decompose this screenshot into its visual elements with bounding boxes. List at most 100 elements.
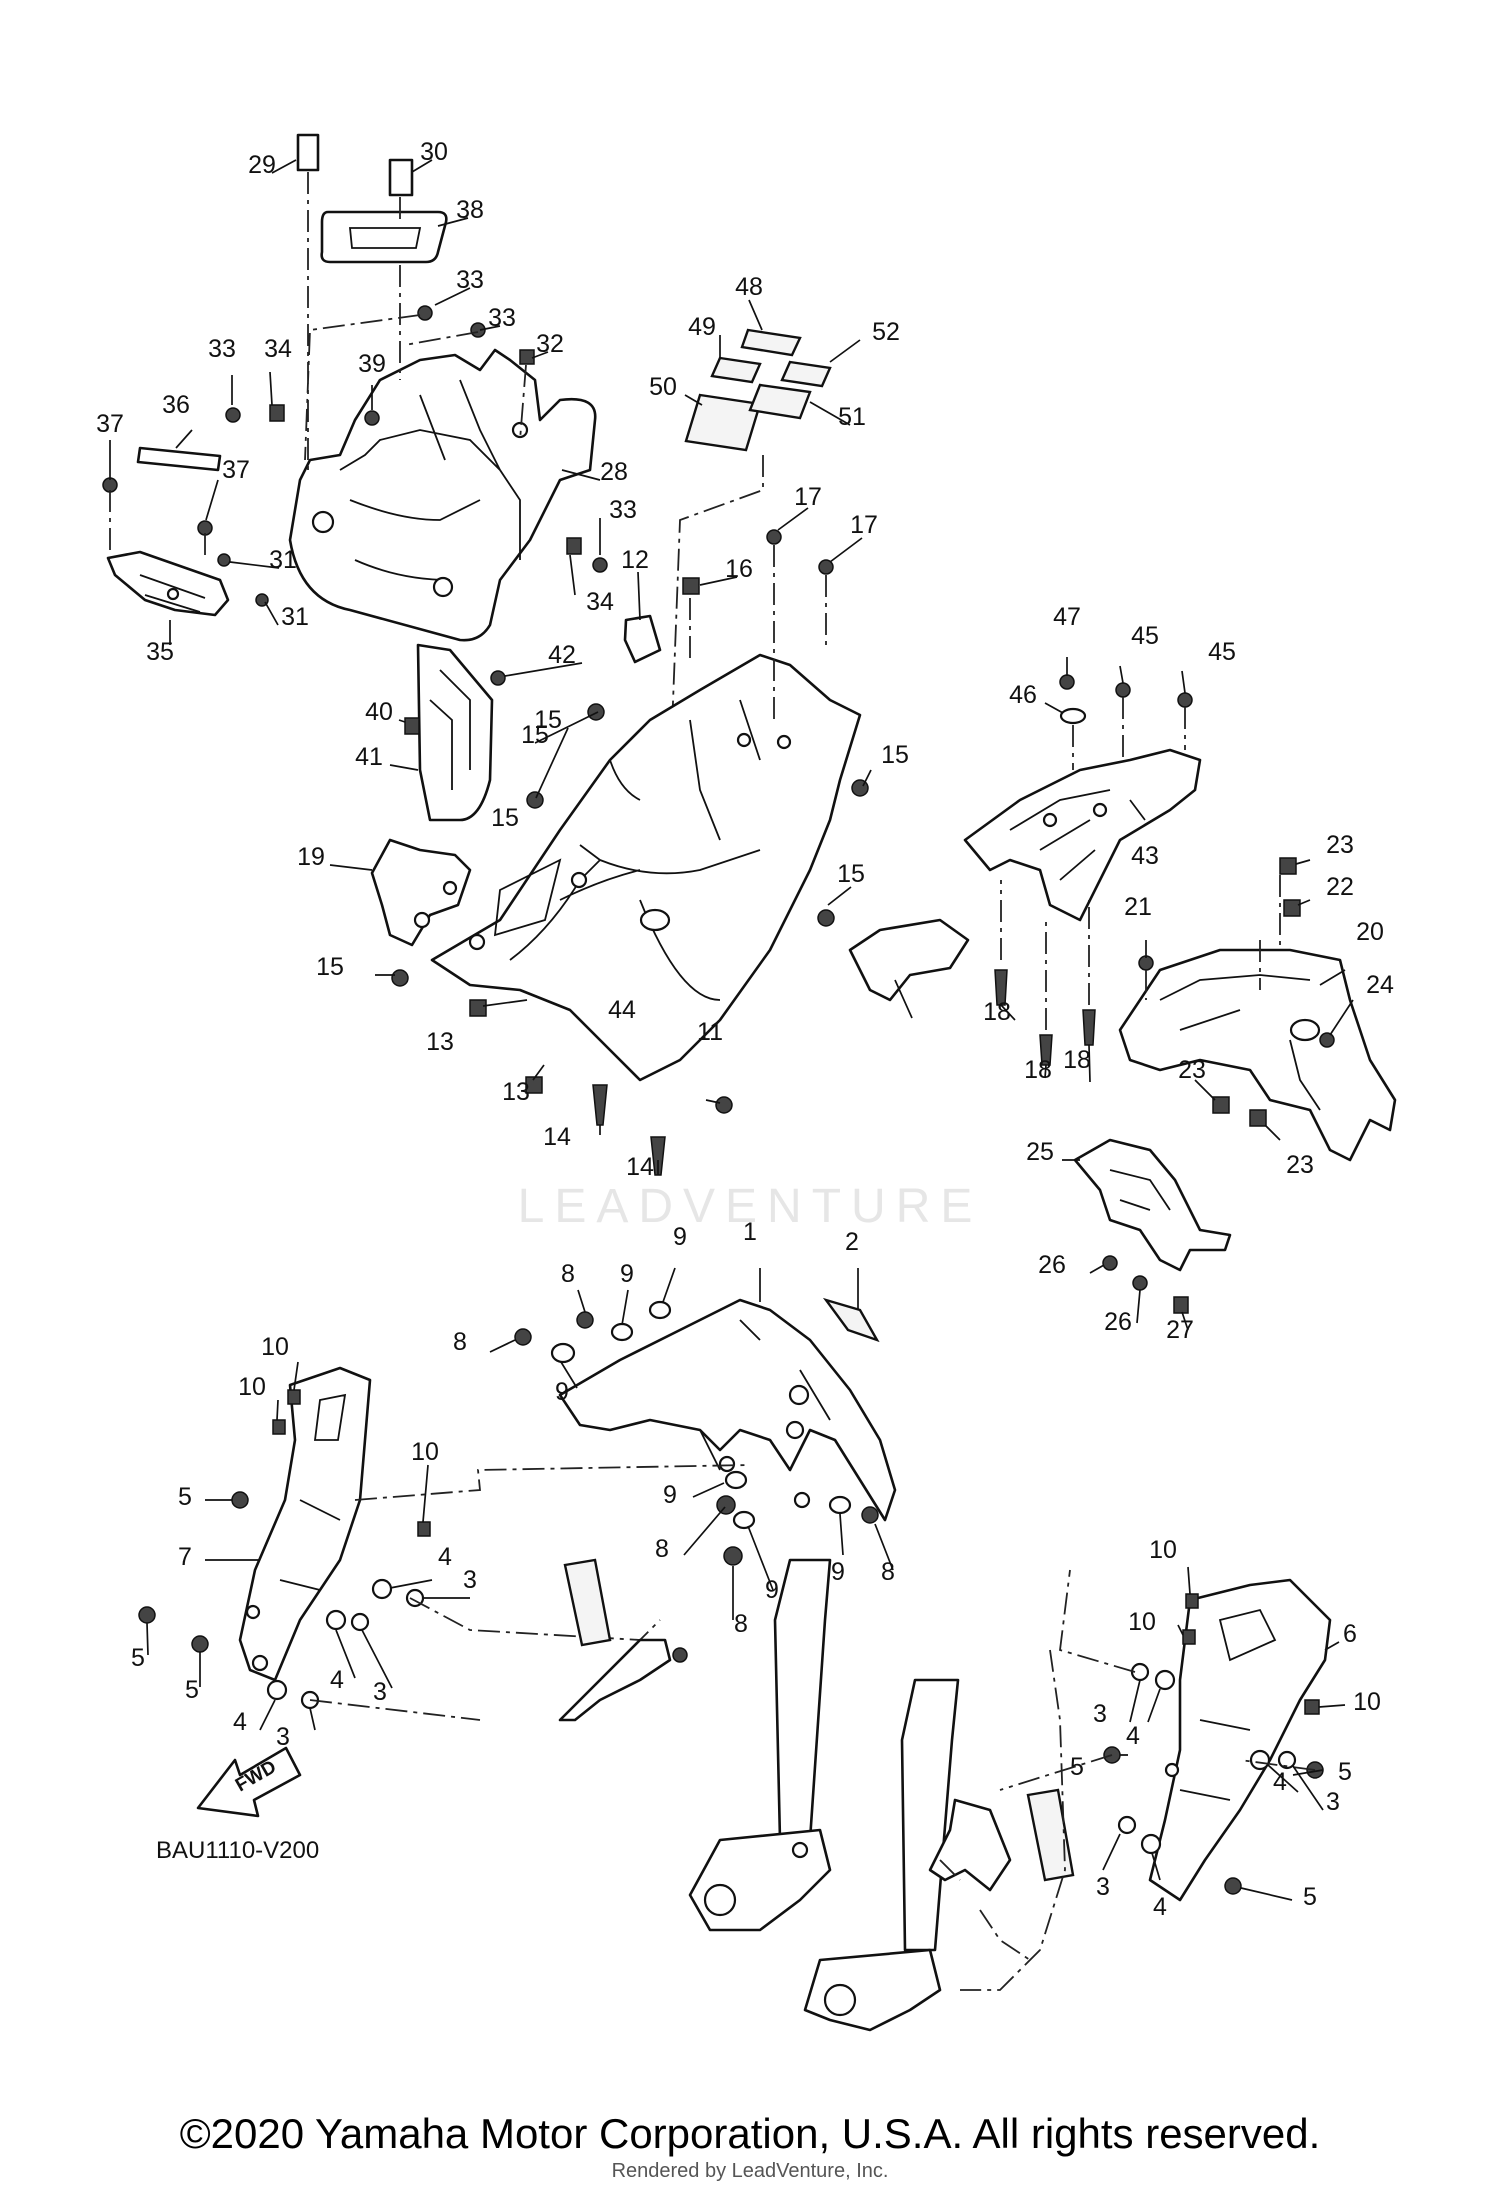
callout-c18b: 18 xyxy=(1024,1056,1052,1084)
part-42-bolt[interactable] xyxy=(490,670,506,686)
part-33-bolt[interactable] xyxy=(225,407,241,423)
part-4b-grommet[interactable] xyxy=(325,1609,347,1631)
part-33b-bolt[interactable] xyxy=(417,305,433,321)
part-10f-nut[interactable] xyxy=(1304,1699,1320,1715)
part-8b-bolt[interactable] xyxy=(514,1328,532,1346)
part-8d-bolt[interactable] xyxy=(723,1546,743,1566)
part-4c-grommet[interactable] xyxy=(266,1679,288,1701)
fork-bottom-left xyxy=(688,1828,832,1932)
part-51-label[interactable] xyxy=(748,383,812,420)
part-26-bolt[interactable] xyxy=(1102,1255,1118,1271)
part-14b-bolt[interactable] xyxy=(650,1136,666,1176)
part-5b-bolt[interactable] xyxy=(138,1606,156,1624)
part-11-inner-panel[interactable] xyxy=(430,653,862,1082)
part-29[interactable] xyxy=(296,133,320,172)
part-40-nut[interactable] xyxy=(404,717,420,735)
part-23c-nut[interactable] xyxy=(1249,1109,1267,1127)
part-6-fork-cover[interactable] xyxy=(1148,1578,1332,1902)
part-8c-bolt[interactable] xyxy=(716,1495,736,1515)
part-15c-bolt[interactable] xyxy=(587,703,605,721)
brake-hose-bracket-left xyxy=(558,1638,672,1722)
part-31-bolt[interactable] xyxy=(217,553,231,567)
part-45-bolt[interactable] xyxy=(1115,682,1131,698)
part-3f-collar[interactable] xyxy=(1117,1815,1137,1835)
part-45b-bolt[interactable] xyxy=(1177,692,1193,708)
part-21-bolt[interactable] xyxy=(1138,955,1154,971)
part-3e-collar[interactable] xyxy=(1277,1750,1297,1770)
part-3b-collar[interactable] xyxy=(350,1612,370,1632)
part-37b-bolt[interactable] xyxy=(197,520,213,536)
part-10b-nut[interactable] xyxy=(272,1419,286,1435)
part-34b-clip[interactable] xyxy=(566,537,582,555)
part-10c-nut[interactable] xyxy=(417,1521,431,1537)
part-35-bracket[interactable] xyxy=(106,550,230,617)
part-2-decal[interactable] xyxy=(822,1297,880,1343)
callout-c9f: 9 xyxy=(831,1558,845,1586)
part-18c-bolt[interactable] xyxy=(1082,1009,1096,1046)
callout-c45a: 45 xyxy=(1131,622,1159,650)
part-16-nut[interactable] xyxy=(682,577,700,595)
part-10d-nut[interactable] xyxy=(1185,1593,1199,1609)
part-9f-washer[interactable] xyxy=(828,1495,852,1515)
part-43-bracket[interactable] xyxy=(963,748,1202,922)
part-23-nut[interactable] xyxy=(1279,857,1297,875)
part-34-clip[interactable] xyxy=(269,404,285,422)
part-9e-washer[interactable] xyxy=(732,1510,756,1530)
part-5f-bolt[interactable] xyxy=(1224,1877,1242,1895)
part-9b-washer[interactable] xyxy=(610,1322,634,1342)
part-9d-washer[interactable] xyxy=(724,1470,748,1490)
part-18b-bolt[interactable] xyxy=(1039,1034,1053,1066)
part-15f-bolt[interactable] xyxy=(715,1096,733,1114)
part-13-nut[interactable] xyxy=(469,999,487,1017)
part-32-nut[interactable] xyxy=(519,349,535,365)
part-14-bolt[interactable] xyxy=(592,1084,608,1126)
part-4e-grommet[interactable] xyxy=(1249,1749,1271,1771)
part-26b-bolt[interactable] xyxy=(1132,1275,1148,1291)
part-8e-bolt[interactable] xyxy=(861,1506,879,1524)
part-15-bolt[interactable] xyxy=(391,969,409,987)
part-37-bolt[interactable] xyxy=(102,477,118,493)
part-52-label[interactable] xyxy=(780,360,832,388)
part-41-cover[interactable] xyxy=(416,643,494,822)
part-46-collar[interactable] xyxy=(1059,707,1087,725)
part-5c-bolt[interactable] xyxy=(191,1635,209,1653)
part-20-fender[interactable] xyxy=(1118,948,1397,1162)
part-44-bracket[interactable] xyxy=(848,918,970,1002)
part-4d-grommet[interactable] xyxy=(1154,1669,1176,1691)
part-49-label[interactable] xyxy=(710,356,762,384)
part-15e-bolt[interactable] xyxy=(817,909,835,927)
part-7-fork-cover[interactable] xyxy=(238,1366,372,1682)
part-18-bolt[interactable] xyxy=(994,969,1008,1006)
part-9c-washer[interactable] xyxy=(550,1342,576,1364)
part-27-nut[interactable] xyxy=(1173,1296,1189,1314)
part-1-front-fender[interactable] xyxy=(558,1298,897,1522)
part-9-washer[interactable] xyxy=(648,1300,672,1320)
part-17b-bolt[interactable] xyxy=(818,559,834,575)
part-48-label[interactable] xyxy=(740,328,802,357)
part-10e-nut[interactable] xyxy=(1182,1629,1196,1645)
callout-c12: 12 xyxy=(621,546,649,574)
part-5-bolt[interactable] xyxy=(231,1491,249,1509)
part-8-bolt[interactable] xyxy=(576,1311,594,1329)
part-4-grommet[interactable] xyxy=(371,1578,393,1600)
part-19-guard[interactable] xyxy=(370,838,472,947)
part-38-gasket[interactable] xyxy=(320,210,448,264)
callout-c31b: 31 xyxy=(281,603,309,631)
part-33d-bolt[interactable] xyxy=(592,557,608,573)
part-12-clip[interactable] xyxy=(623,614,662,664)
part-13b-nut[interactable] xyxy=(525,1076,543,1094)
part-4f-grommet[interactable] xyxy=(1140,1833,1162,1855)
part-25-stay[interactable] xyxy=(1073,1138,1232,1272)
part-15b-bolt[interactable] xyxy=(526,791,544,809)
part-47-bolt[interactable] xyxy=(1059,674,1075,690)
part-24-bolt[interactable] xyxy=(1319,1032,1335,1048)
part-50-label[interactable] xyxy=(684,393,762,452)
part-10-nut[interactable] xyxy=(287,1389,301,1405)
part-36-strip[interactable] xyxy=(136,446,222,472)
part-30[interactable] xyxy=(388,158,414,197)
part-17-bolt[interactable] xyxy=(766,529,782,545)
part-23b-nut[interactable] xyxy=(1212,1096,1230,1114)
part-22-nut[interactable] xyxy=(1283,899,1301,917)
callout-c41: 41 xyxy=(355,743,383,771)
part-39-bolt[interactable] xyxy=(364,410,380,426)
